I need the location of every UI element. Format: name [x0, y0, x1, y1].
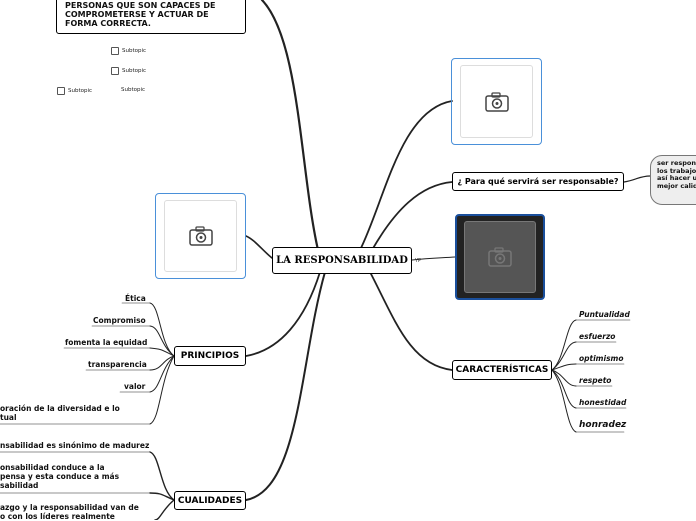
caracteristica-honradez[interactable]: honradez	[579, 420, 627, 430]
subtopic-3[interactable]: Subtopic	[57, 87, 92, 95]
checkbox-icon[interactable]	[57, 87, 65, 95]
caracteristica-honestidad[interactable]: honestidad	[579, 398, 627, 407]
principio-valor[interactable]: valor	[124, 382, 146, 391]
principio-etica[interactable]: Ética	[125, 294, 146, 303]
cualidad-liderazgo[interactable]: azgo y la responsabilidad van de o con l…	[0, 503, 139, 521]
caracteristica-puntualidad[interactable]: Puntualidad	[579, 310, 630, 319]
subtopic-1[interactable]: Subtopic	[111, 47, 146, 55]
principio-diversidad[interactable]: oración de la diversidad e lo tual	[0, 404, 120, 422]
principio-compromiso[interactable]: Compromiso	[93, 316, 146, 325]
caracteristica-optimismo[interactable]: optimismo	[579, 354, 624, 363]
caracteristica-esfuerzo[interactable]: esfuerzo	[579, 332, 616, 341]
camera-icon	[188, 226, 213, 246]
cualidad-madurez[interactable]: nsabilidad es sinónimo de madurez	[0, 441, 150, 450]
caracteristicas-node[interactable]: CARACTERÍSTICAS	[452, 360, 552, 380]
camera-icon	[484, 91, 509, 112]
yp-label: YP	[415, 258, 422, 264]
subtopic-2[interactable]: Subtopic	[111, 67, 146, 75]
checkbox-icon[interactable]	[111, 67, 119, 75]
cualidades-node[interactable]: CUALIDADES	[174, 491, 246, 510]
camera-icon	[488, 247, 512, 267]
principio-equidad[interactable]: fomenta la equidad	[65, 338, 148, 347]
central-topic[interactable]: LA RESPONSABILIDAD	[272, 247, 412, 274]
principio-transparencia[interactable]: transparencia	[88, 360, 147, 369]
caracteristica-respeto[interactable]: respeto	[579, 376, 612, 385]
checkbox-icon[interactable]	[111, 47, 119, 55]
subtopic-4[interactable]: Subtopic	[121, 87, 146, 93]
top-topic-box[interactable]: PERSONAS QUE SON CAPACES DE COMPROMETERS…	[56, 0, 246, 34]
image-placeholder-dark[interactable]	[455, 214, 545, 300]
question-node[interactable]: ¿ Para qué servirá ser responsable?	[452, 172, 624, 191]
principios-node[interactable]: PRINCIPIOS	[174, 346, 246, 366]
image-placeholder-left[interactable]	[155, 193, 246, 279]
cualidad-conduce[interactable]: onsabilidad conduce a la pensa y esta co…	[0, 463, 120, 490]
question-note-cloud[interactable]: ser respon los trabajo así hacer u mejor…	[650, 155, 696, 205]
image-placeholder-top[interactable]	[451, 58, 542, 145]
